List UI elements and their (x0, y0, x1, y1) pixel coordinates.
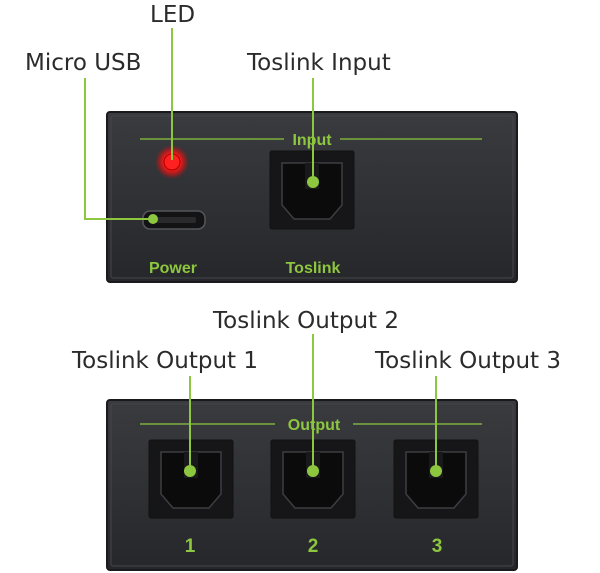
toslink-label: Toslink (286, 260, 341, 277)
toslink-output-port-3 (393, 439, 479, 519)
toslink-output-3-callout-label: Toslink Output 3 (375, 348, 562, 374)
callout-leader-dots (148, 176, 442, 477)
toslink-input-leader-dot (307, 176, 319, 188)
micro-usb-leader-line (84, 78, 153, 220)
micro-usb-leader-dot (148, 214, 158, 224)
toslink-output-1-callout-label: Toslink Output 1 (72, 348, 259, 374)
power-label: Power (149, 260, 197, 277)
led-callout-label: LED (150, 2, 196, 28)
output-panel: Output 1 2 3 (106, 399, 518, 571)
output-port-number-2: 2 (308, 536, 319, 557)
toslink-output-1-leader-dot (184, 465, 196, 477)
callout-leaders (84, 28, 437, 470)
toslink-input-port (269, 150, 355, 230)
output-section-label: Output (288, 417, 341, 434)
output-port-number-1: 1 (185, 536, 196, 557)
toslink-output-2-callout-label: Toslink Output 2 (213, 308, 400, 334)
toslink-input-callout-label: Toslink Input (247, 50, 391, 76)
output-port-number-3: 3 (432, 536, 443, 557)
toslink-output-2-leader-dot (307, 465, 319, 477)
toslink-output-port-1 (148, 439, 234, 519)
toslink-output-3-leader-dot (430, 465, 442, 477)
micro-usb-callout-label: Micro USB (25, 50, 142, 76)
